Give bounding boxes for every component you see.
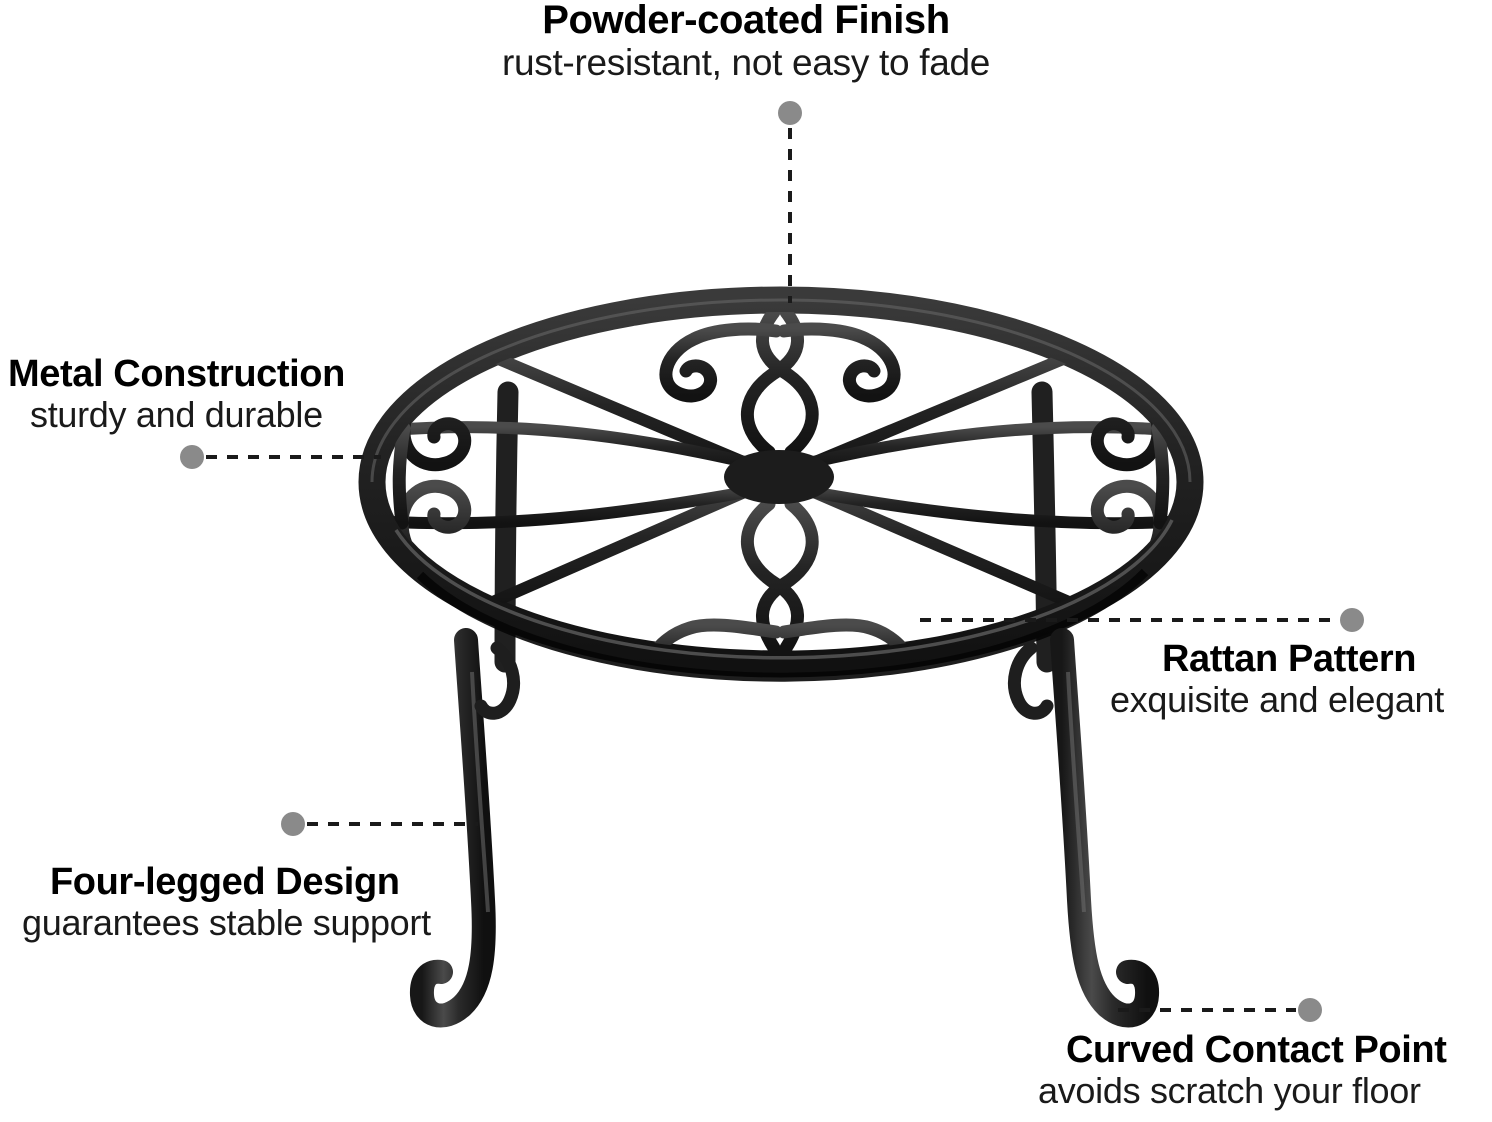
leg-front-left xyxy=(409,628,496,1028)
marker-curved-contact-point[interactable] xyxy=(1298,998,1322,1022)
callout-subtitle: guarantees stable support xyxy=(22,901,431,943)
callout-four-legged-design: Four-legged Design guarantees stable sup… xyxy=(22,861,522,943)
callout-title: Rattan Pattern xyxy=(1162,638,1417,680)
marker-dots xyxy=(180,101,1364,1022)
leg-front-left-highlight xyxy=(470,671,490,913)
rim-lower-shadow xyxy=(416,568,1149,682)
callout-title: Powder-coated Finish xyxy=(542,0,950,42)
leg-front-right xyxy=(1050,628,1160,1028)
ornament-top xyxy=(659,312,901,459)
callout-title: Metal Construction xyxy=(8,353,345,395)
marker-powder-coated-finish[interactable] xyxy=(778,101,802,125)
callout-curved-contact-point: Curved Contact Point avoids scratch your… xyxy=(1038,1029,1492,1111)
front-legs xyxy=(409,628,1160,1028)
leg-bracket-right xyxy=(1008,641,1054,720)
scroll-bottom-right xyxy=(777,618,917,652)
rattan-pattern xyxy=(386,312,1174,652)
marker-metal-construction[interactable] xyxy=(180,445,204,469)
ornament-bottom xyxy=(643,497,917,652)
scroll-top-right xyxy=(777,322,901,403)
center-hub xyxy=(724,450,834,504)
scroll-left-spine xyxy=(392,421,411,530)
scroll-bottom-left xyxy=(643,618,783,652)
callout-title: Four-legged Design xyxy=(50,861,400,903)
marker-rattan-pattern[interactable] xyxy=(1340,608,1364,632)
leg-bracket-left xyxy=(474,641,520,720)
leader-lines xyxy=(206,128,1338,1012)
leg-front-right-highlight xyxy=(1066,671,1086,913)
marker-four-legged-design[interactable] xyxy=(281,812,305,836)
rim-top-highlight xyxy=(370,298,1192,483)
callout-subtitle: rust-resistant, not easy to fade xyxy=(501,41,991,83)
scroll-right-spine xyxy=(1151,421,1170,530)
callout-subtitle: sturdy and durable xyxy=(30,393,323,435)
callout-subtitle: exquisite and elegant xyxy=(1110,678,1444,720)
callout-metal-construction: Metal Construction sturdy and durable xyxy=(8,353,428,435)
callout-rattan-pattern: Rattan Pattern exquisite and elegant xyxy=(1110,638,1492,720)
rim-bottom-highlight xyxy=(394,519,1174,660)
top-plate-rim xyxy=(358,286,1204,682)
callout-powder-coated-finish: Powder-coated Finish rust-resistant, not… xyxy=(0,0,1492,82)
scroll-top-left xyxy=(659,322,783,403)
callout-subtitle: avoids scratch your floor xyxy=(1038,1069,1421,1111)
callout-title: Curved Contact Point xyxy=(1066,1029,1447,1071)
